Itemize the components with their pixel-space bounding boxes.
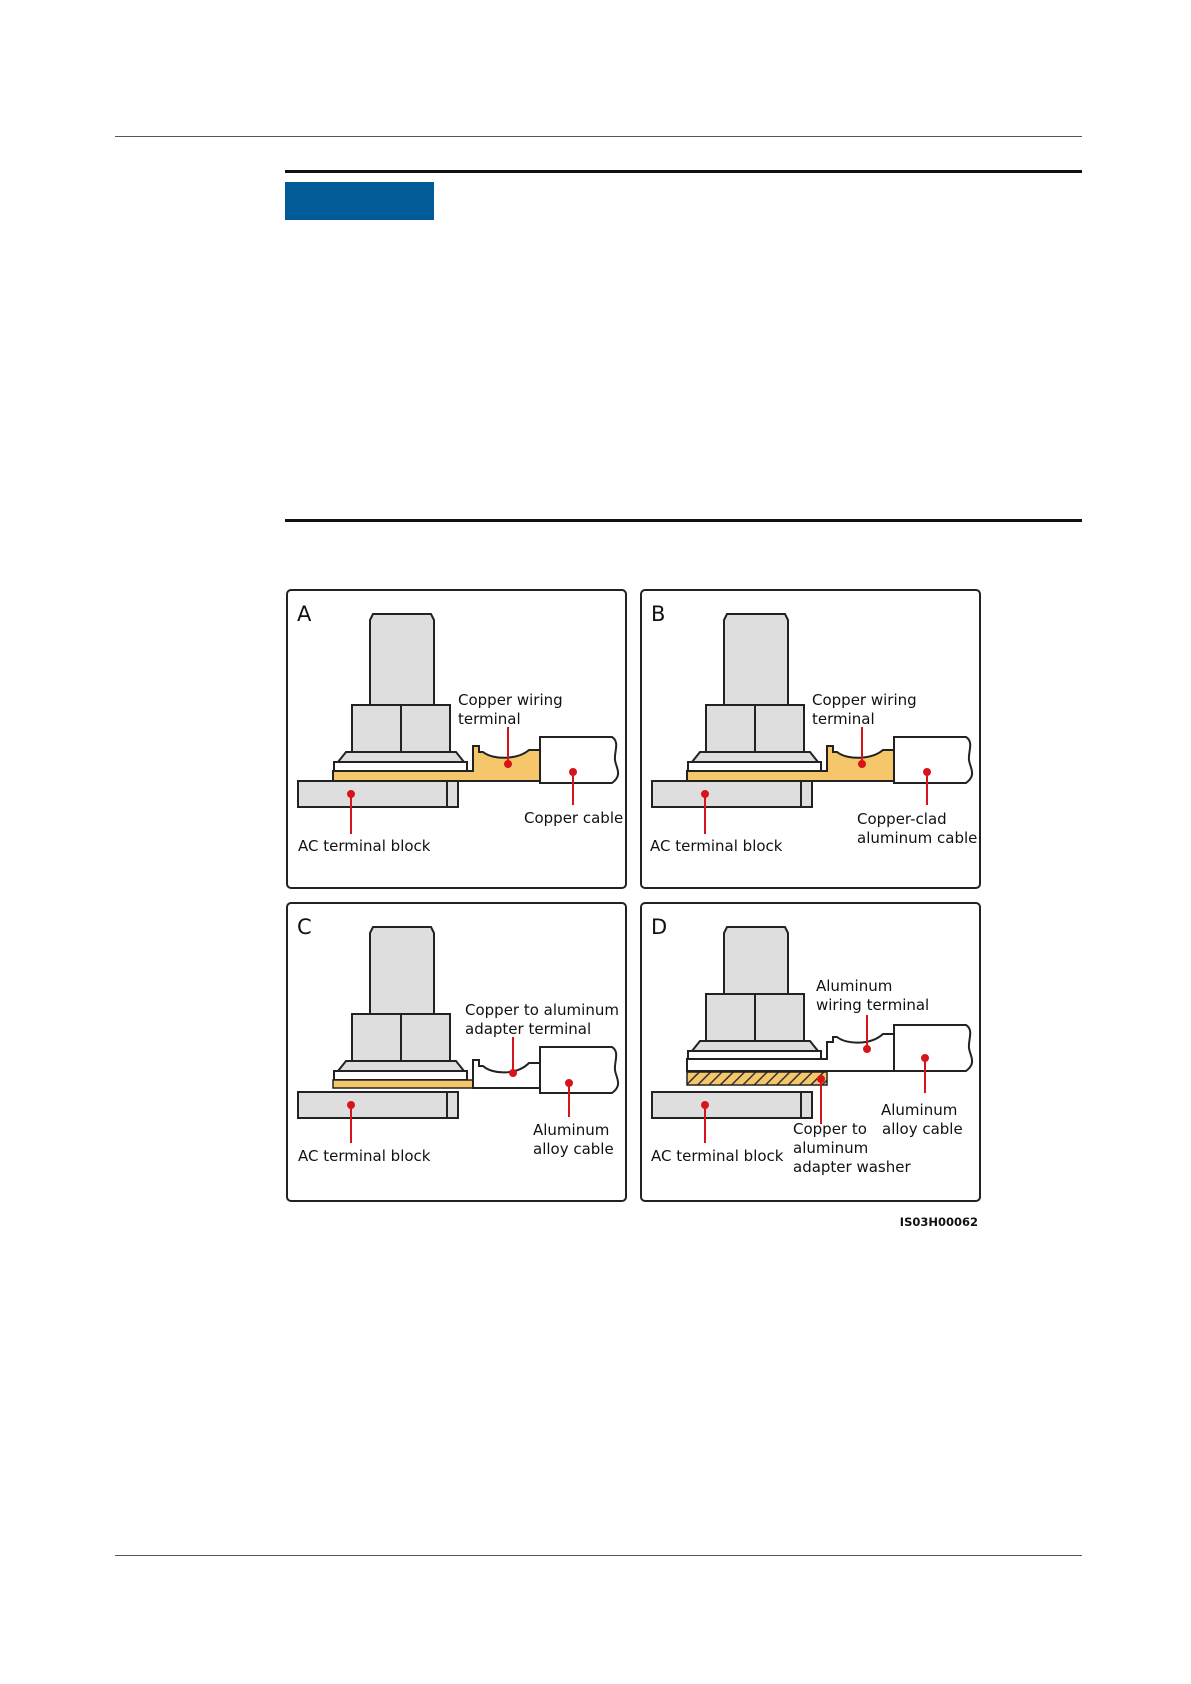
bolt-assembly xyxy=(333,613,468,772)
cable-label: Copper cable xyxy=(524,809,623,827)
aluminum-alloy-cable xyxy=(893,1024,974,1072)
terminal-label: Copper to aluminum adapter terminal xyxy=(465,1001,624,1038)
flat-washer xyxy=(333,761,468,772)
block-label: AC terminal block xyxy=(650,837,783,855)
terminal-label-line-2: terminal xyxy=(458,710,521,728)
spring-washer xyxy=(335,751,467,763)
copper-clad-aluminum-cable xyxy=(893,736,974,784)
flat-washer xyxy=(333,1070,468,1081)
terminal-label: Copper wiring terminal xyxy=(458,691,567,728)
ac-terminal-block xyxy=(297,1091,459,1119)
terminal-label: Aluminum wiring terminal xyxy=(816,977,929,1014)
cable-label: Aluminum alloy cable xyxy=(533,1121,614,1158)
terminal-label-line-2: adapter terminal xyxy=(465,1020,591,1038)
notice-bottom-rule xyxy=(285,519,1082,522)
cable-label-line-1: Copper-clad xyxy=(857,810,947,828)
bolt-shank xyxy=(369,926,435,1015)
ac-terminal-block xyxy=(651,1091,813,1119)
spring-washer xyxy=(335,1060,467,1072)
ac-terminal-block xyxy=(651,780,813,808)
notice-top-rule xyxy=(285,170,1082,173)
leader-lines xyxy=(347,1037,573,1143)
panel-letter: A xyxy=(297,602,312,626)
terminal-label-line-1: Copper wiring xyxy=(458,691,563,709)
cable-label-line-2: alloy cable xyxy=(533,1140,614,1158)
terminal-label-line-1: Copper to aluminum xyxy=(465,1001,619,1019)
bolt-shank xyxy=(369,613,435,706)
panel-letter: D xyxy=(651,915,667,939)
panel-b: B Copper wiring terminal Copper-clad alu… xyxy=(640,589,981,889)
flat-washer xyxy=(687,1050,822,1060)
flat-washer xyxy=(687,761,822,772)
washer-label-line-2: aluminum xyxy=(793,1139,868,1157)
terminal-label-line-2: wiring terminal xyxy=(816,996,929,1014)
figure-id: IS03H00062 xyxy=(900,1215,978,1229)
terminal-label-line-2: terminal xyxy=(812,710,875,728)
block-label: AC terminal block xyxy=(298,1147,431,1165)
washer-label-line-3: adapter washer xyxy=(793,1158,911,1176)
leader-lines xyxy=(701,1015,929,1143)
copper-adapter-plate xyxy=(332,1079,474,1089)
block-label: AC terminal block xyxy=(651,1147,784,1165)
copper-to-aluminum-adapter-washer xyxy=(686,1071,828,1086)
cable-label-line-2: alloy cable xyxy=(882,1120,963,1138)
bolt-assembly xyxy=(687,613,822,772)
cable-label-line-1: Aluminum xyxy=(881,1101,957,1119)
bolt-assembly xyxy=(687,926,822,1060)
cable-label-line-1: Copper cable xyxy=(524,809,623,827)
ac-terminal-block xyxy=(297,780,459,808)
notice-badge xyxy=(285,182,434,220)
panel-a: A Copper wiring terminal Copper cable AC… xyxy=(286,589,627,889)
panel-letter: C xyxy=(297,915,312,939)
copper-to-aluminum-adapter-terminal xyxy=(472,1059,545,1089)
bolt-assembly xyxy=(333,926,468,1081)
panel-d: D Aluminum wiring terminal Aluminum allo… xyxy=(640,902,981,1202)
panel-letter: B xyxy=(651,602,665,626)
footer-rule xyxy=(115,1555,1082,1556)
header-rule xyxy=(115,136,1082,137)
leader-lines xyxy=(701,727,931,834)
block-label: AC terminal block xyxy=(298,837,431,855)
spring-washer xyxy=(689,751,821,763)
washer-label: Copper to aluminum adapter washer xyxy=(793,1120,911,1176)
leader-lines xyxy=(347,727,577,834)
panel-c: C Copper to aluminum adapter terminal Al… xyxy=(286,902,627,1202)
cable-label: Aluminum alloy cable xyxy=(881,1101,963,1138)
cable-label-line-1: Aluminum xyxy=(533,1121,609,1139)
aluminum-alloy-cable xyxy=(539,1046,620,1094)
spring-washer xyxy=(689,1040,821,1052)
washer-label-line-1: Copper to xyxy=(793,1120,867,1138)
terminal-label-line-1: Aluminum xyxy=(816,977,892,995)
cable-label-line-2: aluminum cable xyxy=(857,829,977,847)
bolt-shank xyxy=(723,613,789,706)
copper-cable xyxy=(539,736,620,784)
cable-label: Copper-clad aluminum cable xyxy=(857,810,977,847)
bolt-shank xyxy=(723,926,789,995)
terminal-label: Copper wiring terminal xyxy=(812,691,921,728)
terminal-label-line-1: Copper wiring xyxy=(812,691,917,709)
